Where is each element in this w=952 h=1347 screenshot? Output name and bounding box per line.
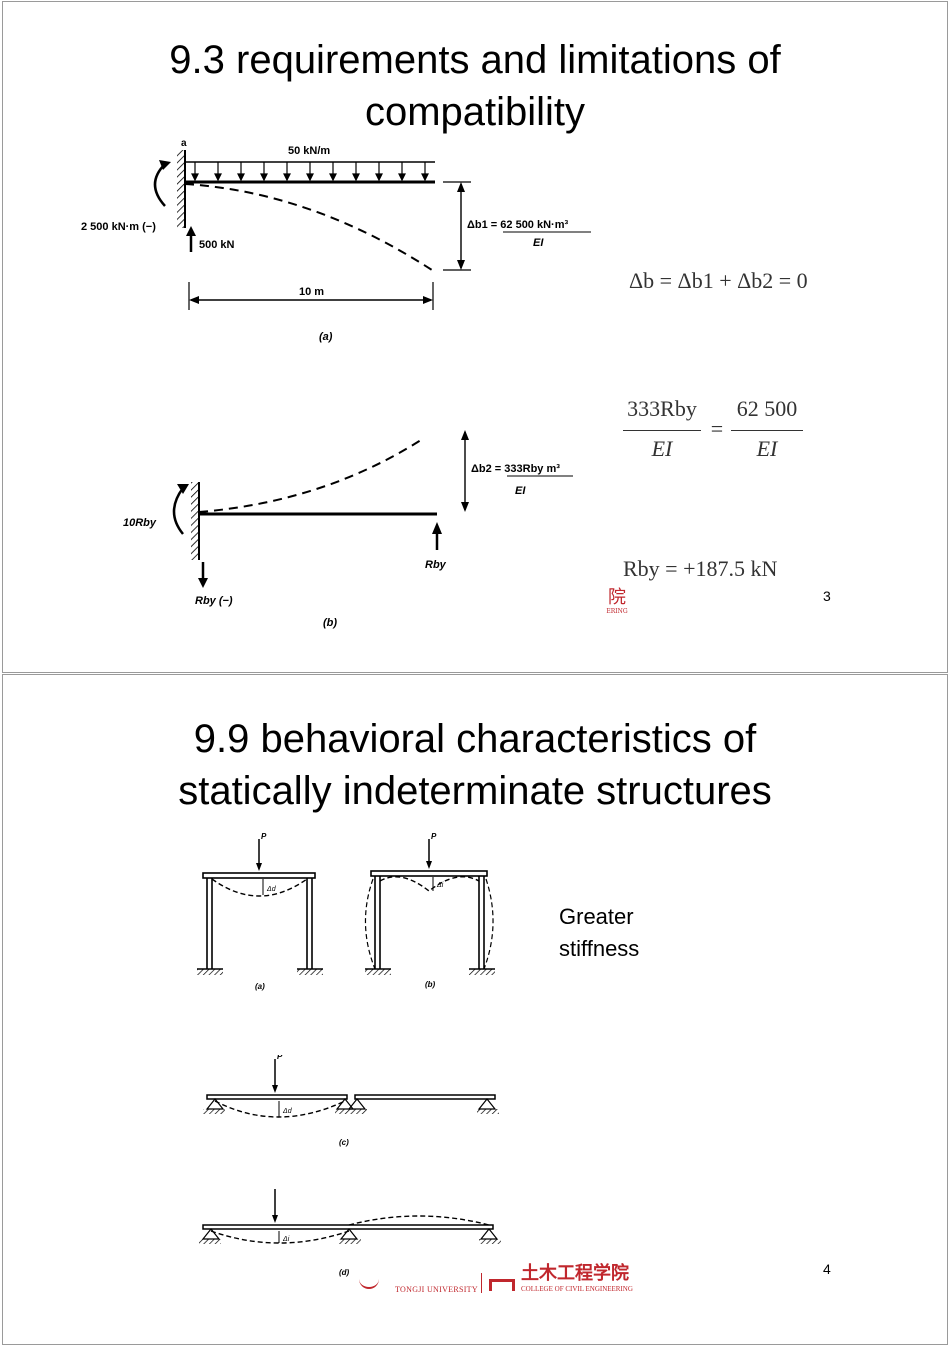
slide-4: 9.9 behavioral characteristics of static… (2, 674, 948, 1345)
moment-arrow (172, 487, 185, 535)
footer-logos: TONGJI UNIVERSITY 土木工程学院 COLLEGE OF CIVI… (355, 1259, 645, 1299)
deflection-label: Δb1 = 62 500 kN·m³ (467, 219, 568, 231)
slide-title-line1: 9.9 behavioral characteristics of (193, 717, 757, 761)
cantilever-figure-b: 10Rby Δb2 = 333Rby m³ EI Rby Rby (−) (b) (123, 430, 573, 629)
page-number: 4 (823, 1261, 831, 1277)
college-en-label: COLLEGE OF CIVIL ENGINEERING (521, 1285, 633, 1293)
fixed-support (177, 150, 185, 228)
continuous-beam-c: P Δd (c) (203, 1055, 499, 1147)
svg-text:Δi: Δi (282, 1236, 290, 1243)
eq2-right-denominator: EI (756, 436, 778, 461)
svg-text:Δd: Δd (266, 886, 277, 893)
distributed-load-label: 50 kN/m (288, 145, 330, 157)
svg-text:P: P (431, 832, 437, 841)
college-icon (489, 1279, 515, 1291)
cantilever-figure-a: a 50 kN/m 2 500 kN·m (−) 500 kN (81, 138, 591, 343)
note-line1: Greater (559, 904, 634, 929)
deflected-shape (184, 183, 436, 273)
frame-b: P Δi (b) (364, 832, 495, 989)
stamp-logo: 院 ERING (605, 588, 629, 616)
slide-title-line2: statically indeterminate structures (178, 769, 772, 813)
eq2-left-denominator: EI (651, 436, 673, 461)
span-label: 10 m (299, 286, 324, 298)
force-label: Rby (425, 559, 447, 571)
deflection-label: Δb2 = 333Rby m³ (471, 463, 560, 475)
distributed-load-arrows (191, 162, 429, 182)
fixed-support (191, 482, 199, 560)
equation-compatibility: Δb = Δb1 + Δb2 = 0 (629, 268, 808, 293)
figure-a-caption: (a) (319, 331, 333, 343)
page-number: 3 (823, 588, 831, 604)
svg-text:Δi: Δi (436, 882, 444, 889)
tongji-university-label: TONGJI UNIVERSITY (395, 1285, 478, 1294)
slide-title-line2: compatibility (364, 90, 586, 134)
moment-label: 10Rby (123, 517, 157, 529)
deflection-denominator: EI (533, 237, 544, 249)
equation-result: Rby = +187.5 kN (623, 556, 778, 581)
slide-title-line1: 9.3 requirements and limitations of (169, 38, 781, 82)
moment-label: 2 500 kN·m (−) (81, 221, 156, 233)
deflected-shape (198, 439, 422, 513)
eq2-right-numerator: 62 500 (736, 396, 798, 421)
note-line2: stiffness (559, 936, 640, 961)
eq2-left-numerator: 333Rby (627, 396, 697, 421)
greater-stiffness-note: Greater stiffness (559, 901, 639, 965)
beam-d-caption: (d) (339, 1268, 350, 1277)
svg-text:P: P (261, 832, 267, 841)
point-a-label: a (181, 138, 187, 149)
college-cn-label: 土木工程学院 (521, 1263, 629, 1284)
slide-3: 9.3 requirements and limitations of comp… (2, 1, 948, 673)
tongji-logo (359, 1277, 379, 1289)
svg-text:P: P (277, 1055, 283, 1061)
stamp-text: ERING (606, 608, 628, 615)
frame-b-caption: (b) (425, 980, 436, 989)
reaction-label: 500 kN (199, 239, 235, 251)
frame-a: P Δd (a) (197, 832, 323, 991)
equation-equality: 333Rby EI = 62 500 EI (623, 396, 813, 472)
continuous-beam-d: Δi (d) (199, 1189, 501, 1277)
reaction-label: Rby (−) (195, 595, 233, 607)
beam-c-caption: (c) (339, 1138, 349, 1147)
logo-divider (481, 1273, 482, 1293)
frame-a-caption: (a) (255, 982, 265, 991)
deflection-denominator: EI (515, 485, 526, 497)
frame-figures: P Δd (a) P (197, 832, 495, 991)
stamp-char: 院 (608, 587, 626, 608)
figure-b-caption: (b) (323, 617, 337, 629)
moment-arrow (153, 163, 166, 207)
svg-text:Δd: Δd (282, 1108, 293, 1115)
